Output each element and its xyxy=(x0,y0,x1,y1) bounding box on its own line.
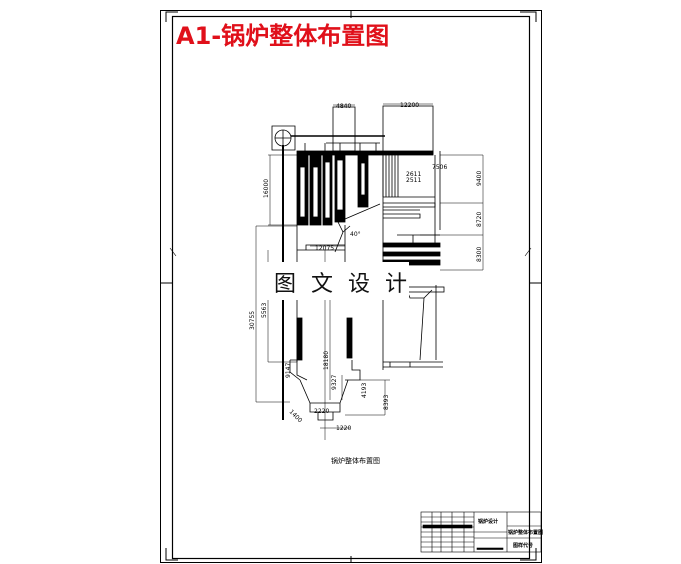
drawing-title: A1-锅炉整体布置图 xyxy=(176,22,389,50)
dim-label: 12075 xyxy=(315,245,334,252)
dim-label: 2611 xyxy=(406,171,421,178)
dim-label: 9327 xyxy=(331,375,338,390)
dim-label: 8300 xyxy=(476,247,483,262)
dim-label: 18180 xyxy=(323,351,330,370)
dim-label: 9400 xyxy=(476,171,483,186)
dim-label: 40° xyxy=(350,231,361,238)
dim-label: 2220 xyxy=(314,408,329,415)
dim-label: 16000 xyxy=(263,179,270,198)
dimension-labels: 4840 12200 16000 9400 8720 8300 7506 261… xyxy=(249,102,483,432)
dim-label: 1400 xyxy=(288,408,304,424)
dimension-lines xyxy=(255,103,484,429)
dim-label: 12200 xyxy=(400,102,419,109)
dim-label: 5563 xyxy=(261,303,268,318)
dim-label: 9147 xyxy=(285,363,292,378)
dim-label: 7506 xyxy=(432,164,447,171)
drawing-caption: 锅炉整体布置图 xyxy=(331,456,380,465)
dim-label: 1220 xyxy=(336,425,351,432)
watermark: 图 文 设 计 xyxy=(274,272,411,297)
boiler-elevation xyxy=(271,105,445,440)
title-block-drawing-name: 锅炉整体布置图 xyxy=(507,529,543,536)
dim-label: 4840 xyxy=(336,103,351,110)
title-block xyxy=(420,511,542,553)
dim-label: 2511 xyxy=(406,177,421,184)
dim-label: 8720 xyxy=(476,212,483,227)
title-block-label: 锅炉设计 xyxy=(477,518,498,525)
watermark-background xyxy=(263,262,409,300)
title-block-sheet-label: 图样代号 xyxy=(513,542,533,549)
dim-label: 8393 xyxy=(383,395,390,410)
dim-label: 4193 xyxy=(361,383,368,398)
dim-label: 30755 xyxy=(249,311,256,330)
sheet-frame xyxy=(160,10,542,563)
